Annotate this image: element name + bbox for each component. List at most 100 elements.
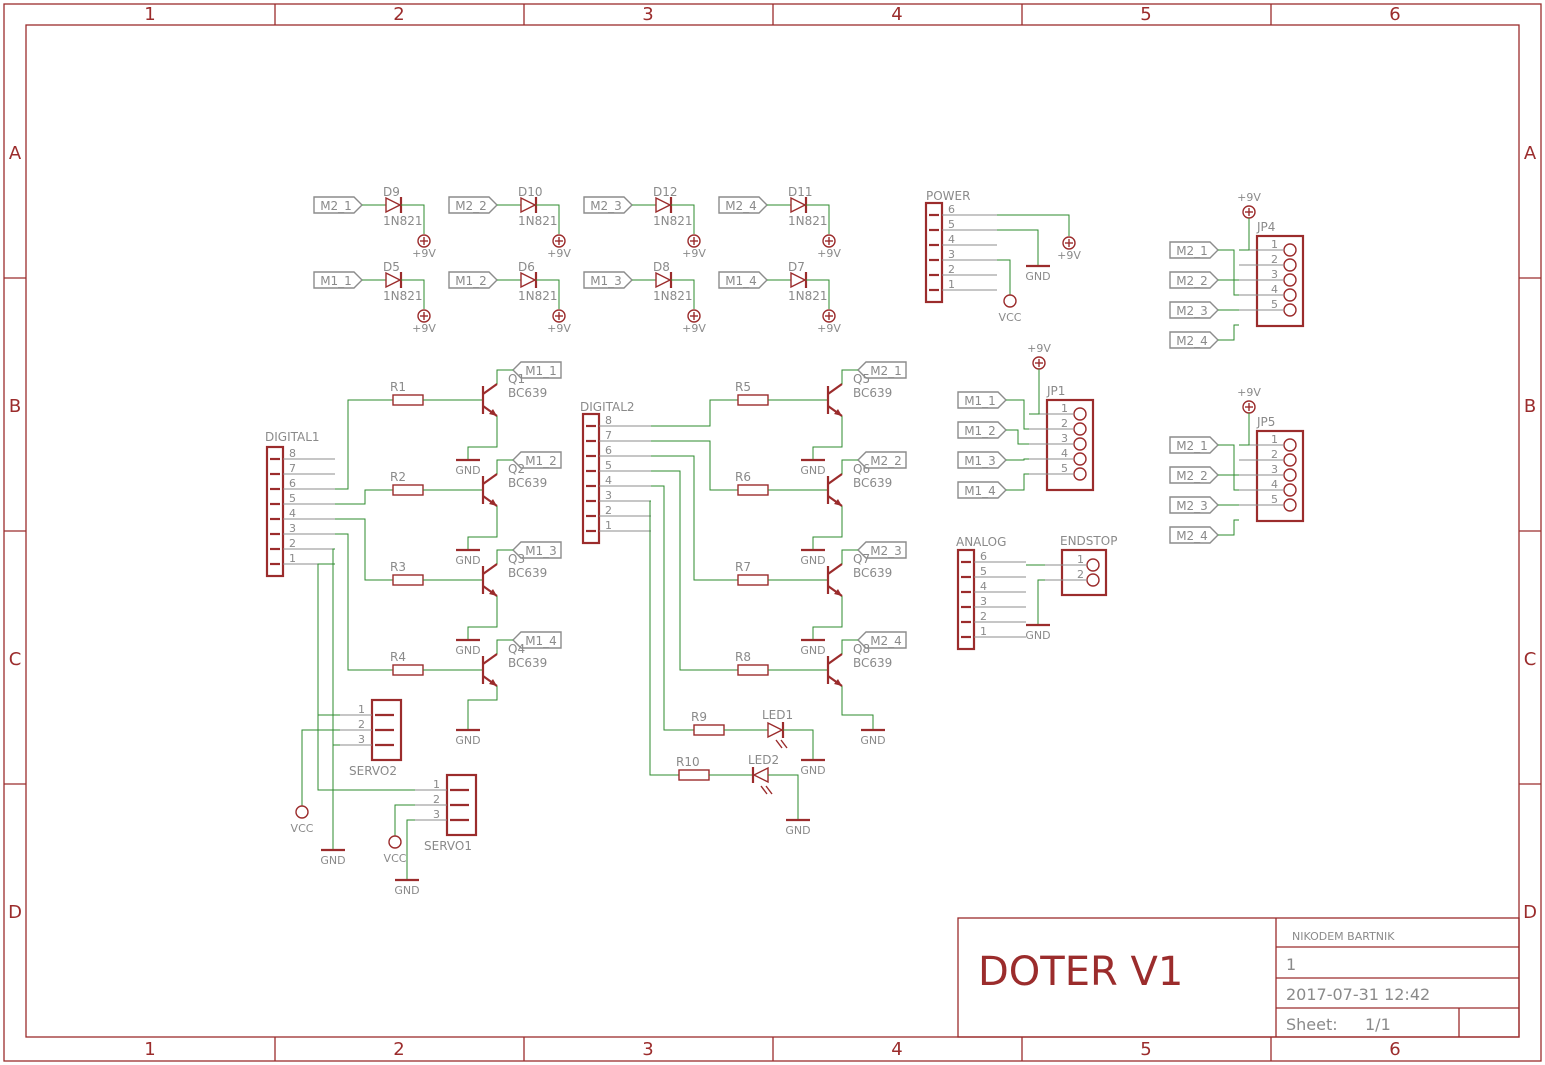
connector-label: JP4 bbox=[1256, 220, 1275, 234]
pin-number: 2 bbox=[980, 610, 987, 623]
plus9v-d12: +9V bbox=[682, 234, 706, 260]
net-label-text: M2_4 bbox=[870, 634, 902, 648]
wire bbox=[812, 506, 843, 550]
zone-col-2-bottom: 2 bbox=[393, 1039, 404, 1060]
zone-col-1-bottom: 1 bbox=[144, 1039, 155, 1060]
diode-value: 1N821 bbox=[518, 214, 558, 228]
net-label-m1_1-jp1: M1_1 bbox=[957, 391, 1007, 409]
plus9v-label: +9V bbox=[817, 247, 841, 260]
connector-label: SERVO2 bbox=[349, 764, 397, 778]
net-label-text: M1_3 bbox=[525, 544, 557, 558]
pin-number: 2 bbox=[1271, 448, 1278, 461]
wire bbox=[1029, 369, 1040, 415]
wire bbox=[649, 500, 679, 776]
vcc-servo1: VCC bbox=[384, 835, 407, 865]
led-ref: LED1 bbox=[762, 708, 793, 722]
net-label-m2_4-jp4: M2_4 bbox=[1169, 331, 1219, 349]
net-label-text: M2_3 bbox=[1176, 304, 1208, 318]
pin-number: 8 bbox=[605, 414, 612, 427]
transistor-ref: Q2 bbox=[508, 462, 525, 476]
wire bbox=[394, 804, 415, 836]
wire bbox=[496, 459, 513, 474]
diode-ref: D9 bbox=[383, 185, 400, 199]
pin-number: 2 bbox=[1077, 568, 1084, 581]
wire bbox=[536, 204, 560, 234]
resistor-ref: R3 bbox=[390, 560, 406, 574]
net-label-m1_3-q3: M1_3 bbox=[512, 541, 562, 559]
transistor-ref: Q5 bbox=[853, 372, 870, 386]
zone-col-3-top: 3 bbox=[642, 4, 653, 25]
plus9v-d10: +9V bbox=[547, 234, 571, 260]
zone-col-6-bottom: 6 bbox=[1389, 1039, 1400, 1060]
pin-number: 2 bbox=[1061, 417, 1068, 430]
diode-ref: D5 bbox=[383, 260, 400, 274]
pin-number: 3 bbox=[1271, 463, 1278, 476]
net-label-text: M2_2 bbox=[455, 199, 487, 213]
resistor-r5: R5 bbox=[735, 380, 769, 406]
plus9v-label: +9V bbox=[412, 247, 436, 260]
wire bbox=[1006, 458, 1029, 461]
resistor-ref: R1 bbox=[390, 380, 406, 394]
plus9v-label: +9V bbox=[1237, 191, 1261, 204]
plus9v-d11: +9V bbox=[817, 234, 841, 260]
wire bbox=[997, 214, 1070, 236]
net-label-m2_1-q5: M2_1 bbox=[857, 361, 907, 379]
pin-number: 7 bbox=[605, 429, 612, 442]
diode-ref: D11 bbox=[788, 185, 813, 199]
transistor-value: BC639 bbox=[853, 566, 892, 580]
plus9v-label: +9V bbox=[412, 322, 436, 335]
net-label-text: M2_1 bbox=[870, 364, 902, 378]
wire bbox=[401, 204, 425, 234]
net-label-text: M1_4 bbox=[725, 274, 757, 288]
zone-col-3-bottom: 3 bbox=[642, 1039, 653, 1060]
zone-row-b-left: B bbox=[9, 396, 21, 417]
zone-labels: 1 2 3 4 5 6 1 2 3 4 5 6 A B C D A B C D bbox=[8, 4, 1537, 1060]
connector-label: SERVO1 bbox=[424, 839, 472, 853]
wire bbox=[1239, 413, 1250, 446]
wire bbox=[806, 279, 830, 309]
zone-row-a-right: A bbox=[1524, 143, 1537, 164]
wire bbox=[406, 819, 415, 880]
gnd-digital1: GND bbox=[320, 848, 346, 867]
net-label-m1_2-diode: M1_2 bbox=[448, 271, 498, 289]
wire bbox=[1239, 218, 1250, 251]
zone-row-c-right: C bbox=[1524, 649, 1537, 670]
transistor-value: BC639 bbox=[853, 656, 892, 670]
net-label-text: M2_2 bbox=[1176, 274, 1208, 288]
gnd-label: GND bbox=[455, 554, 480, 567]
resistor-r1: R1 bbox=[390, 380, 424, 406]
gnd-label: GND bbox=[785, 824, 810, 837]
net-label-m1_4-q4: M1_4 bbox=[512, 631, 562, 649]
wire bbox=[841, 639, 858, 654]
wire bbox=[301, 729, 340, 806]
net-label-m2_2-jp4: M2_2 bbox=[1169, 271, 1219, 289]
led-led1: LED1 bbox=[762, 708, 793, 749]
net-label-m1_2-jp1: M1_2 bbox=[957, 421, 1007, 439]
net-label-m1_1-diode: M1_1 bbox=[313, 271, 363, 289]
pin-number: 6 bbox=[605, 444, 612, 457]
pin-number: 4 bbox=[605, 474, 612, 487]
gnd-label: GND bbox=[860, 734, 885, 747]
connector-label: POWER bbox=[926, 189, 970, 203]
transistor-ref: Q4 bbox=[508, 642, 525, 656]
plus9v-d6: +9V bbox=[547, 309, 571, 335]
diode-value: 1N821 bbox=[653, 289, 693, 303]
wire bbox=[1218, 324, 1239, 341]
pin-number: 7 bbox=[289, 462, 296, 475]
pin-number: 1 bbox=[358, 703, 365, 716]
wire bbox=[467, 416, 498, 460]
wire bbox=[467, 686, 498, 730]
transistor-value: BC639 bbox=[508, 476, 547, 490]
pin-number: 4 bbox=[1271, 283, 1278, 296]
wire bbox=[335, 489, 393, 505]
pin-number: 1 bbox=[1271, 433, 1278, 446]
